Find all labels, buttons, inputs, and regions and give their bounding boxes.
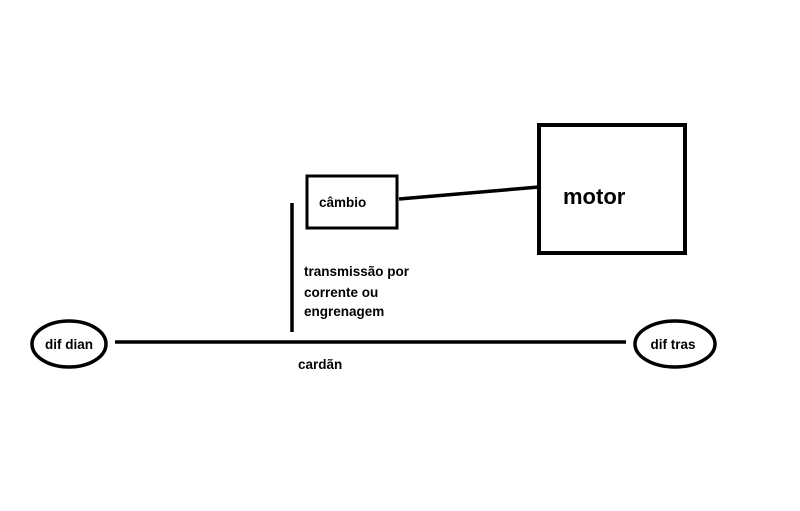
motor-box — [537, 123, 687, 255]
dif-dian-label: dif dian — [45, 337, 93, 352]
cardan-label: cardãn — [298, 357, 342, 372]
cambio-label: câmbio — [319, 195, 366, 210]
cambio-motor-link — [398, 185, 540, 201]
transmission-label-line-2: corrente ou — [304, 285, 378, 300]
dif-dian-ellipse — [30, 319, 108, 369]
cambio-box — [305, 174, 399, 230]
transmission-label-line-1: transmissão por — [304, 264, 410, 279]
dif-tras-ellipse — [633, 319, 717, 369]
dif-tras-label: dif tras — [650, 337, 695, 352]
transmission-label-line-3: engrenagem — [304, 304, 384, 319]
motor-label: motor — [563, 184, 626, 209]
